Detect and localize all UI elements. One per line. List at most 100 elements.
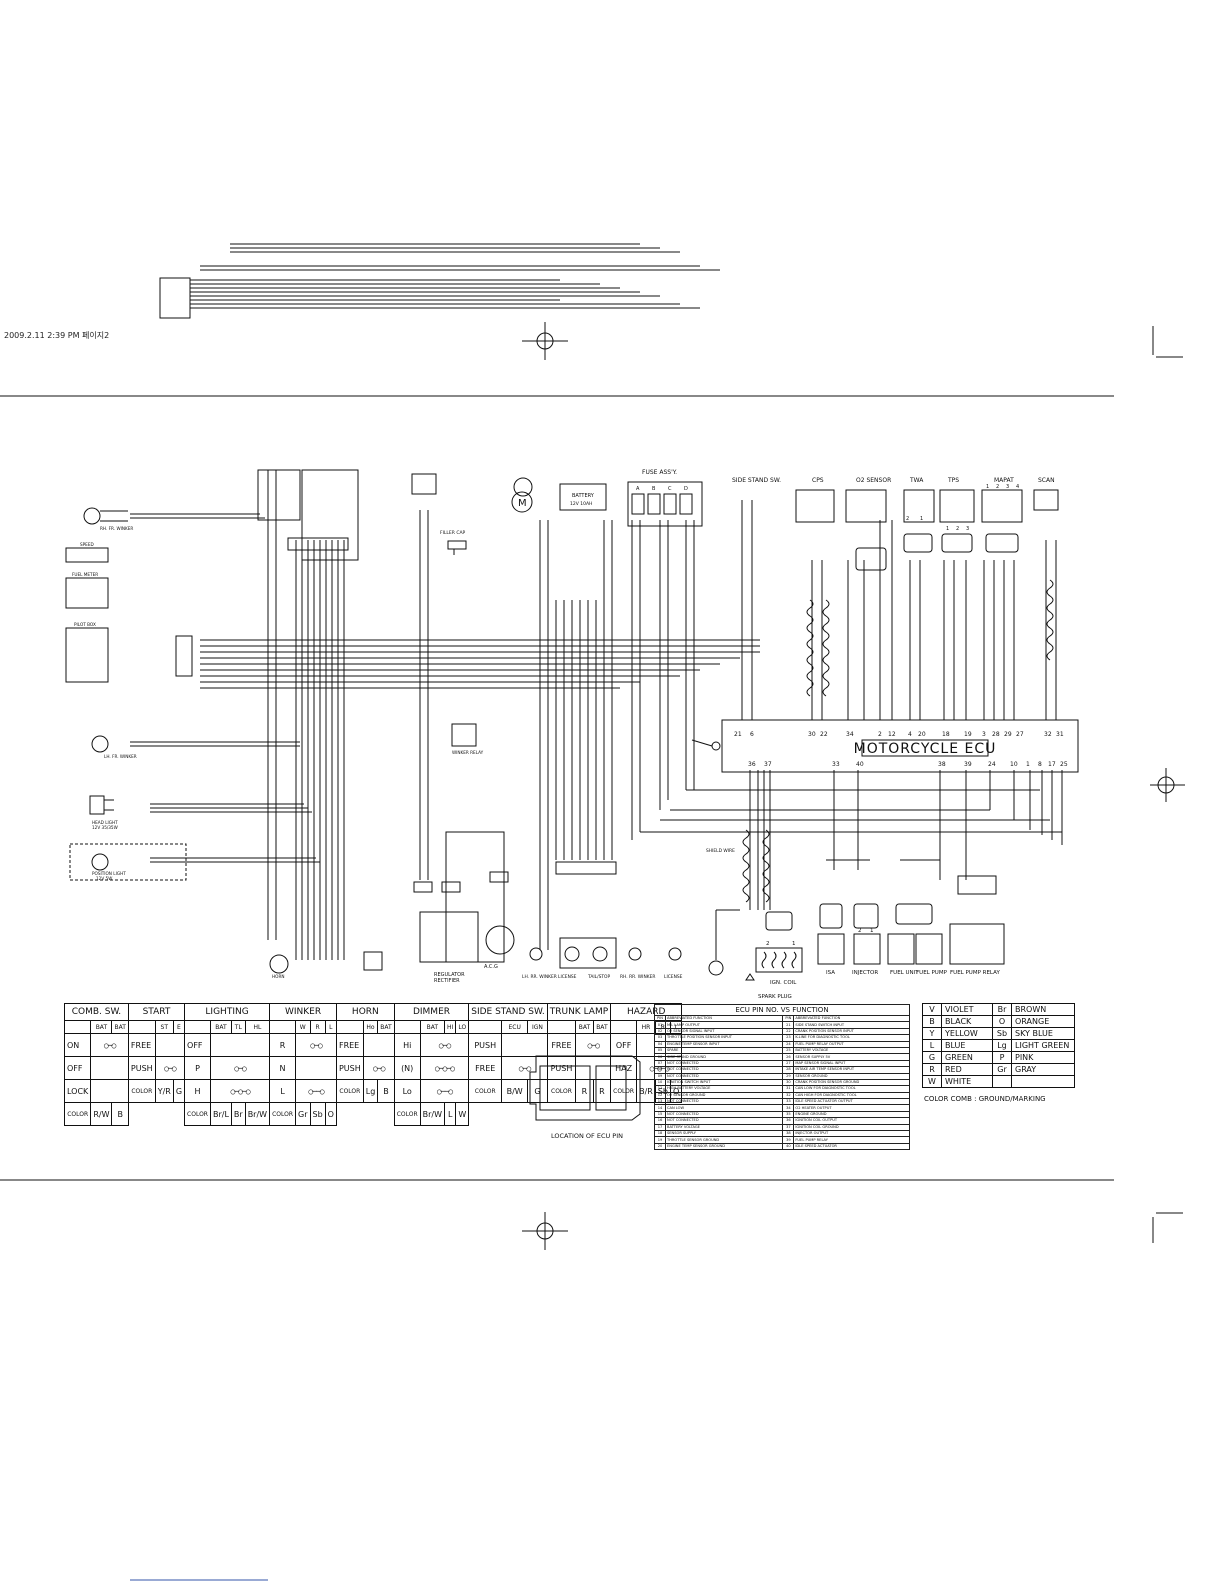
cell: O2 SENSOR SIGNAL INPUT [664,1027,784,1036]
cell: CAN HIGH FOR DIAGNOSTIC TOOL [793,1091,910,1100]
cell: ○──○ [419,1079,470,1103]
ecu-pin: 12 [888,731,896,738]
cell: B [922,1015,942,1028]
cell: ○─○ [209,1056,271,1080]
cell: ○─○ [501,1056,548,1080]
cell: SENSOR GROUND [793,1072,910,1080]
ecu-pin: 10 [1010,761,1018,768]
cell: ○─○ [419,1033,470,1057]
isa-label: ISA [826,970,835,976]
cell: ○──○ [295,1079,337,1103]
fuel-unit-label: FUEL UNIT [890,970,919,976]
scan-label: SCAN [1038,477,1055,484]
cell: COLOR [468,1079,503,1103]
winker-header: WINKER [269,1003,337,1021]
cell: IGNITION COIL OUTPUT [793,1117,910,1125]
cell: Sb [992,1027,1012,1040]
cell: K-LINE FOR DIAGNOSTIC TOOL [793,1034,910,1042]
mapat-label: MAPAT [994,477,1014,484]
cell: G [922,1051,942,1064]
ecu-bottom-pins: 36 37 33 40 38 39 24 10 1 8 17 25 [748,761,1068,768]
rectifier-label: RECTIFIER [434,978,460,984]
cell: ○─○ [90,1033,129,1057]
cell: 36 [782,1117,795,1125]
ecu-pin: 34 [846,731,854,738]
cell: W [922,1075,942,1088]
shield-wire-coils [742,579,1054,903]
cell: 27 [782,1059,795,1068]
comb-switch-table: COMB. SW. START LIGHTING WINKER HORN DIM… [63,1003,683,1126]
lighting-header: LIGHTING [184,1003,271,1021]
cell: L [444,1102,457,1126]
cell: RED [941,1063,993,1076]
ecu-pin: 33 [832,761,840,768]
cell [184,1020,211,1034]
cell: Br/L [209,1102,232,1126]
cell: 34 [782,1104,795,1112]
battery-label: BATTERY [572,493,595,499]
ecu-pin-table: ECU PIN NO. VS FUNCTION PIN ABBREVIATED … [654,1004,910,1151]
mapat-pin: 1 [986,484,989,490]
cell: BATTERY VOLTAGE [793,1046,910,1055]
dimmer-header: DIMMER [393,1003,470,1021]
twa-label: TWA [909,477,924,484]
filler-cap-label: FILLER CAP [440,530,466,536]
cell: SIDE STAND GROUND [664,1053,784,1061]
cell: 31 [782,1085,795,1093]
cell: WHITE [941,1075,993,1088]
cell: 39 [782,1136,795,1144]
cell: L [922,1039,942,1052]
cell: CRANK POSITION SENSOR INPUT [793,1027,910,1036]
cell: B [111,1102,129,1126]
shield-wire-label: SHIELD WIRE [706,848,735,854]
cell: BROWN [1011,1003,1075,1016]
cell: Y [922,1027,942,1040]
cell: COLOR [269,1102,297,1126]
cell: PUSH [468,1033,503,1057]
cell: FREE [546,1033,577,1057]
fuse-b: B [652,486,656,492]
cell: 20 [654,1142,666,1151]
cell [295,1056,337,1080]
fuel-pump-relay-label: FUEL PUMP RELAY [950,970,1000,976]
cell: COLOR [335,1079,364,1103]
cell: 35 [782,1110,795,1119]
harness-wires [130,243,760,863]
cell [610,1020,638,1034]
ecu-pin: 20 [918,731,926,738]
cell: YELLOW [941,1027,993,1040]
cell: BAT [419,1020,446,1034]
cell: THROTTLE SENSOR GROUND [664,1136,784,1144]
ecu-pin: 31 [1056,731,1064,738]
cell: 26 [782,1053,795,1061]
cell: L [269,1079,297,1103]
cell: FREE [468,1056,503,1080]
cell: SENSOR SUPPLY [664,1129,784,1138]
tps-label: TPS [947,477,959,484]
cell: R [269,1033,297,1057]
cell: ○─○ [362,1056,395,1080]
vertical-wires [267,470,1063,960]
license2-label: LICENSE [664,974,683,980]
fuse-c: C [668,486,672,492]
ecu-pin: 6 [750,731,754,738]
motor-symbol: M [518,498,527,509]
cell [992,1075,1012,1088]
cell: PINK [1011,1051,1075,1064]
cell: (N) [393,1056,421,1080]
cell: BAT [90,1020,113,1034]
cell: 22 [782,1027,795,1036]
cell: COLOR [610,1079,638,1103]
cell: W [455,1102,470,1126]
